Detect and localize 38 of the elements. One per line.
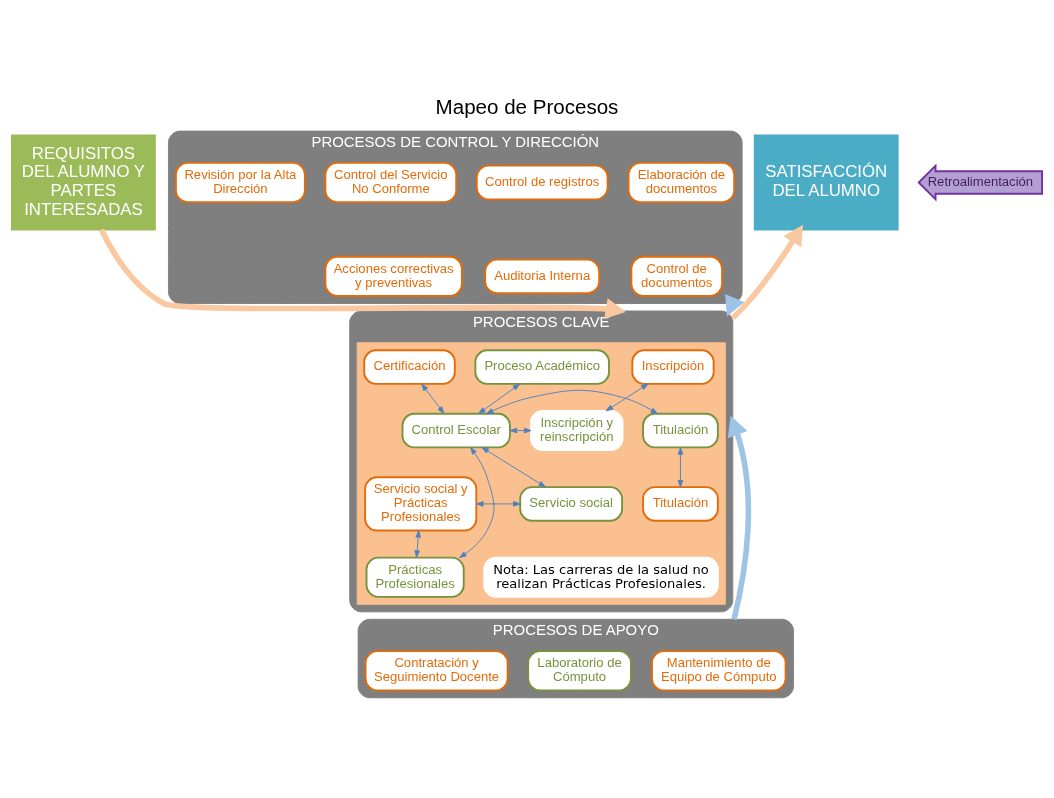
node-box: Titulación [642,412,719,448]
node-box: Proceso Académico [474,348,610,385]
arrow [677,446,684,488]
arrow [481,446,546,487]
node-box: Servicio social y Prácticas Profesionales [364,475,478,531]
arrow [486,389,658,414]
node-box: Certificación [363,348,456,385]
cluster [356,341,726,605]
node-box: Inscripción [631,348,715,385]
node-box: Servicio social [519,485,623,522]
node-box: Control de registros [475,164,609,200]
arrow [478,383,521,414]
arrow [727,415,752,620]
arrow [414,529,421,558]
arrow [459,446,495,558]
node-box: REQUISITOS DEL ALUMNO Y PARTES INTERESADAS [11,133,156,231]
node-box: Mantenimiento de Equipo de Cómputo [651,649,787,691]
arrow [98,228,626,319]
node-box: Nota: Las carreras de la salud no realizan Prácticas Profesionales. [483,556,719,598]
node-box: Titulación [642,485,719,522]
diagram-title: Mapeo de Procesos [435,94,619,118]
node-box: Control del Servicio No Conforme [324,161,458,203]
node-box: SATISFACCIÓN DEL ALUMNO [753,133,899,231]
arrow [605,383,649,411]
node-box: Contratación y Seguimiento Docente [364,649,509,691]
node-box: Elaboración de documentos [627,161,736,203]
node-box: Laboratorio de Cómputo [527,649,632,691]
node-box: Control de documentos [630,255,723,297]
node-box: Revisión por la Alta Dirección [175,161,306,203]
arrow [476,500,521,507]
node-box: Acciones correctivas y preventivas [324,255,463,297]
node-box: Inscripción y reinscripción [530,409,624,451]
arrow [421,383,445,414]
arrow [509,427,532,433]
node-box: Auditoria Interna [484,258,601,294]
arrow [730,224,804,320]
node-box: Prácticas Profesionales [365,556,465,598]
node-box: Control Escolar [401,412,511,448]
